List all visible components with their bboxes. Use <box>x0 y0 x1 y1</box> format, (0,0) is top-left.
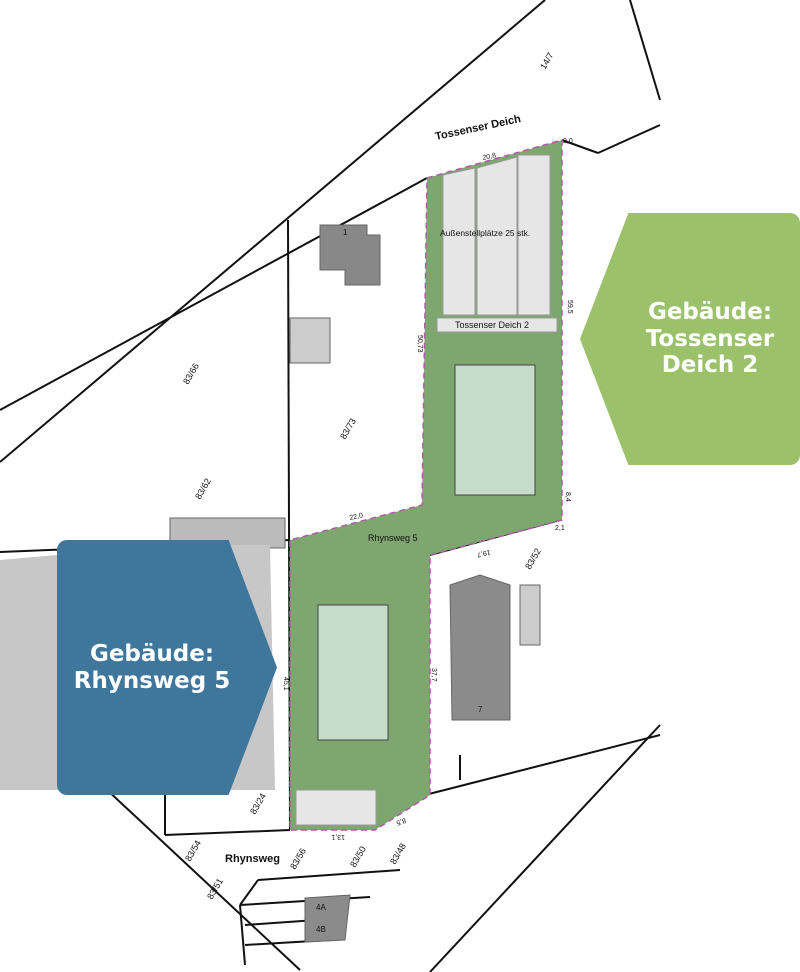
parking-label: Außenstellplätze 25 stk. <box>440 228 530 238</box>
parcel-label: 83/56 <box>288 846 308 871</box>
street-label-rhynsweg: Rhynsweg <box>225 853 280 865</box>
callout-line: Deich 2 <box>661 352 759 379</box>
measurement: 8,5 <box>395 816 407 826</box>
measurement: 22,0 <box>349 512 364 522</box>
parcel-label: 83/52 <box>523 546 543 571</box>
building-numbers: 1 7 4A 4B <box>316 228 483 934</box>
measurement: 13,1 <box>331 833 345 840</box>
measurement: 8,4 <box>564 492 571 502</box>
address-north: Tossenser Deich 2 <box>455 320 529 330</box>
measurement-labels: 20,8 2,0 59,5 50,73 22,0 8,4 19,7 2,1 37… <box>282 138 573 840</box>
address-south: Rhynsweg 5 <box>368 533 418 543</box>
street-label-tossenser-deich: Tossenser Deich <box>434 113 522 143</box>
measurement: 37,7 <box>430 668 437 682</box>
callout-line: Gebäude: <box>647 299 773 326</box>
parcel-label: 83/73 <box>338 416 358 441</box>
measurement: 20,8 <box>482 152 497 162</box>
new-buildings <box>317 364 536 741</box>
parcel-label: 83/24 <box>248 791 268 816</box>
parcel-label: 83/62 <box>193 476 213 501</box>
measurement: 45,1 <box>282 677 289 691</box>
parcel-label: 14/7 <box>538 51 555 71</box>
callout-line: Tossenser <box>645 325 775 352</box>
parcel-label: 83/54 <box>183 838 203 863</box>
building-number: 4A <box>316 903 326 912</box>
building-number: 1 <box>343 228 348 237</box>
parcel-label: 83/50 <box>348 844 368 869</box>
building-number: 4B <box>316 925 326 934</box>
parcel-label: 83/48 <box>388 841 408 866</box>
measurement: 2,0 <box>563 138 573 145</box>
measurement: 50,73 <box>416 335 423 353</box>
callout-line: Gebäude: <box>89 641 215 668</box>
parking-north <box>295 154 558 826</box>
parcel-label: 83/66 <box>181 361 201 386</box>
callout-line: Rhynsweg 5 <box>73 667 231 694</box>
measurement: 59,5 <box>566 300 573 314</box>
callout-rhynsweg-5: Gebäude:Rhynsweg 5 <box>57 540 277 795</box>
measurement: 19,7 <box>476 548 491 558</box>
measurement: 2,1 <box>555 525 565 532</box>
building-number: 7 <box>478 705 483 714</box>
